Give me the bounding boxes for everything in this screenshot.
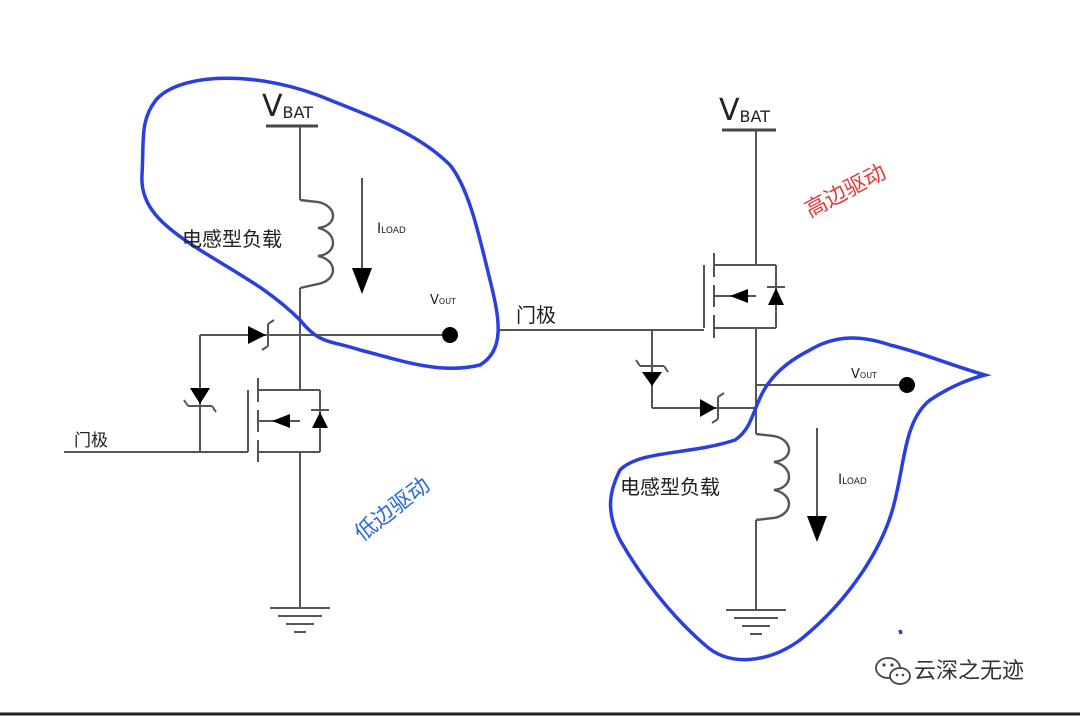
current-arrow-low bbox=[352, 178, 372, 294]
mosfet-high bbox=[703, 253, 785, 338]
gate-label-high: 门极 bbox=[516, 303, 556, 327]
low-side-circuit bbox=[64, 124, 458, 633]
watermark: 云深之无迹 bbox=[875, 657, 1024, 685]
highlight-loop-high bbox=[608, 336, 992, 662]
low-side-title: 低边驱动 bbox=[350, 473, 435, 547]
current-arrow-high bbox=[807, 428, 827, 542]
load-label-low: 电感型负载 bbox=[182, 227, 282, 251]
high-side-circuit bbox=[500, 128, 915, 635]
zener-diode-left-low bbox=[190, 388, 210, 404]
highlight-loop-low bbox=[140, 76, 500, 371]
load-label-high: 电感型负载 bbox=[620, 475, 720, 499]
ground-symbol-high bbox=[726, 609, 786, 635]
watermark-text: 云深之无迹 bbox=[914, 659, 1024, 684]
gate-label-low: 门极 bbox=[74, 431, 108, 451]
supply-label-low: VBAT bbox=[262, 89, 313, 124]
current-label-high: ILOAD bbox=[838, 472, 867, 488]
inductor-high bbox=[755, 432, 791, 522]
vout-label-low: VOUT bbox=[430, 293, 456, 308]
zener-diode-bottom-high bbox=[700, 399, 716, 417]
current-label-low: ILOAD bbox=[377, 221, 406, 237]
vout-label-high: VOUT bbox=[851, 367, 877, 382]
vout-terminal-low bbox=[442, 327, 458, 343]
ground-symbol-low bbox=[270, 607, 330, 633]
zener-diode-top-low bbox=[248, 326, 266, 344]
mosfet-low bbox=[247, 378, 329, 462]
supply-label-high: VBAT bbox=[719, 93, 770, 128]
zener-diode-left-high bbox=[642, 372, 662, 386]
inductor-low bbox=[299, 198, 335, 290]
wechat-icon bbox=[875, 657, 911, 685]
high-side-title: 高边驱动 bbox=[801, 160, 890, 223]
vout-terminal-high bbox=[899, 377, 915, 393]
